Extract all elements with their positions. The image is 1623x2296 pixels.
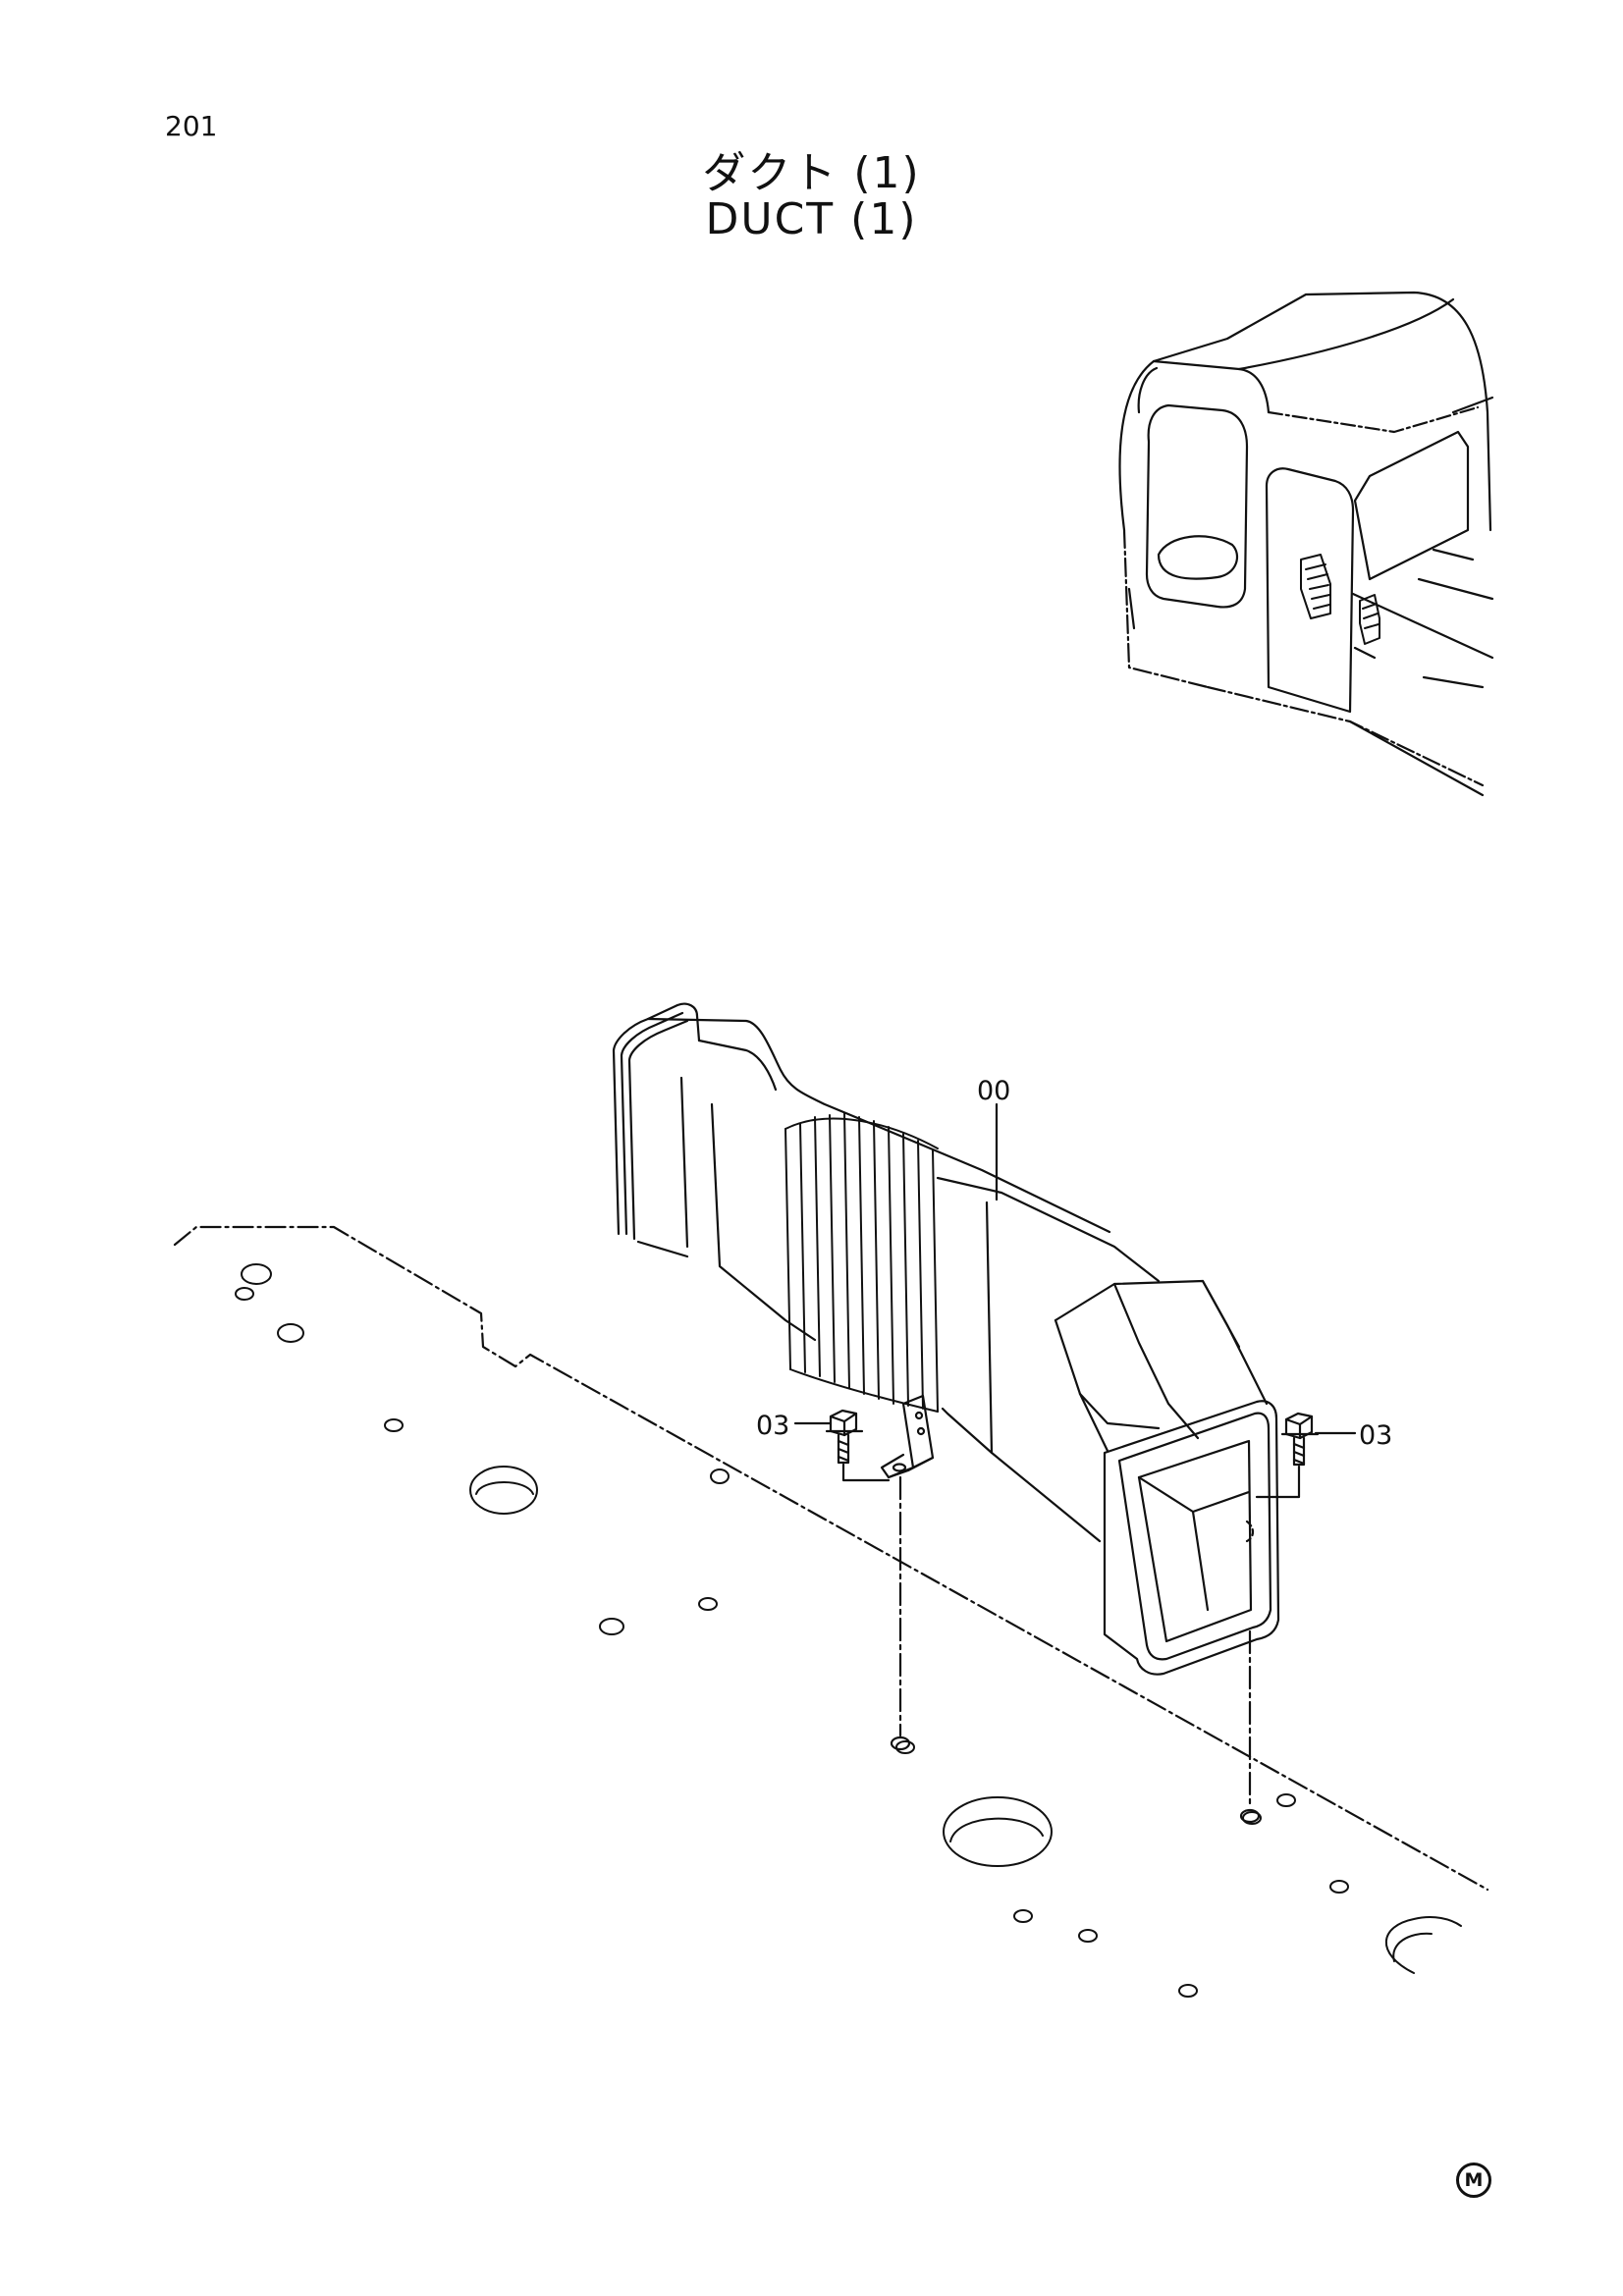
- duct-assembly: [612, 1002, 1280, 1676]
- leader-bolt-left-install: [841, 1463, 891, 1482]
- floor-plate-holes: [235, 1263, 1462, 1998]
- title-japanese: ダクト (1): [702, 148, 921, 198]
- title-english: DUCT (1): [705, 194, 918, 244]
- installation-lines: [898, 1475, 1252, 1808]
- hole-bracket-mount: [890, 1735, 911, 1751]
- circled-m-mark: M: [1456, 2163, 1491, 2198]
- mounting-bracket: [880, 1394, 935, 1479]
- floor-plate: [173, 1225, 1489, 1892]
- callout-duct: 00: [977, 1076, 1010, 1106]
- cab-inset: [1118, 291, 1494, 797]
- bolt-left: [825, 1409, 864, 1465]
- callout-bolt-right: 03: [1359, 1420, 1392, 1451]
- bolt-right: [1280, 1412, 1320, 1467]
- hole-outlet-mount: [1239, 1808, 1261, 1824]
- leader-bolt-right-install: [1255, 1465, 1301, 1499]
- callout-bolt-left: 03: [756, 1411, 789, 1441]
- page-number: 201: [165, 110, 218, 142]
